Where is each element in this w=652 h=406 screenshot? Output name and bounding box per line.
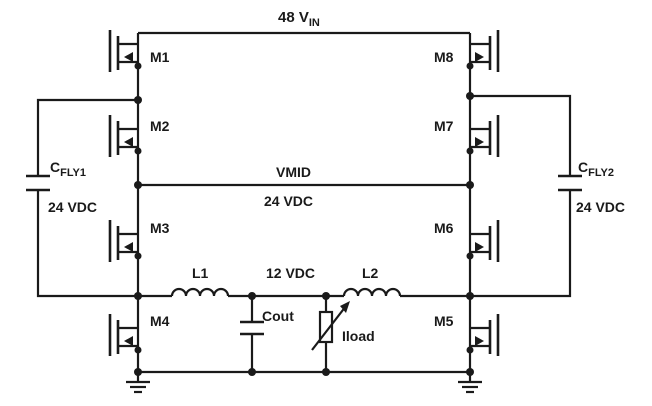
inductor-l1 [170, 287, 230, 297]
cout-capacitor [240, 320, 264, 336]
cout-label: Cout [262, 308, 294, 324]
mosfet-m5 [466, 314, 500, 356]
cfly1-top-wire [36, 98, 138, 176]
mosfet-m6 [466, 220, 500, 262]
mosfet-m4 [108, 314, 142, 356]
load-label: Iload [342, 328, 375, 344]
cfly2-bottom-wire [470, 190, 572, 298]
vmid-voltage: 24 VDC [264, 193, 313, 209]
mosfet-m1 [108, 30, 142, 72]
node-gnd-cout [248, 368, 256, 376]
label-m1: M1 [150, 49, 170, 65]
cfly2-voltage: 24 VDC [576, 199, 625, 215]
mosfet-m3 [108, 220, 142, 262]
label-m7: M7 [434, 118, 454, 134]
vmid-label: VMID [276, 164, 311, 180]
mosfet-m7 [466, 115, 500, 157]
label-m8: M8 [434, 49, 454, 65]
mosfet-m2 [108, 115, 142, 157]
ground-icon-right [458, 372, 482, 394]
label-m3: M3 [150, 220, 170, 236]
inductor-l2 [342, 287, 402, 297]
mosfet-m8 [466, 30, 500, 72]
cfly1-bottom-wire [36, 190, 138, 298]
cfly2-label: CFLY2 [578, 159, 614, 179]
cfly2-capacitor [558, 174, 582, 192]
cfly1-voltage: 24 VDC [48, 199, 97, 215]
ground-icon-left [126, 372, 150, 394]
l1-label: L1 [192, 265, 209, 281]
l2-label: L2 [362, 265, 379, 281]
load-arrow [311, 301, 350, 351]
cfly1-capacitor [26, 174, 50, 192]
vout-label: 12 VDC [266, 265, 315, 281]
vin-label: 48 VIN [278, 9, 320, 29]
node-gnd-load [322, 368, 330, 376]
label-m4: M4 [150, 313, 170, 329]
label-m2: M2 [150, 118, 170, 134]
label-m6: M6 [434, 220, 454, 236]
cfly2-top-wire [470, 94, 572, 176]
label-m5: M5 [434, 313, 454, 329]
cfly1-label: CFLY1 [50, 159, 86, 179]
